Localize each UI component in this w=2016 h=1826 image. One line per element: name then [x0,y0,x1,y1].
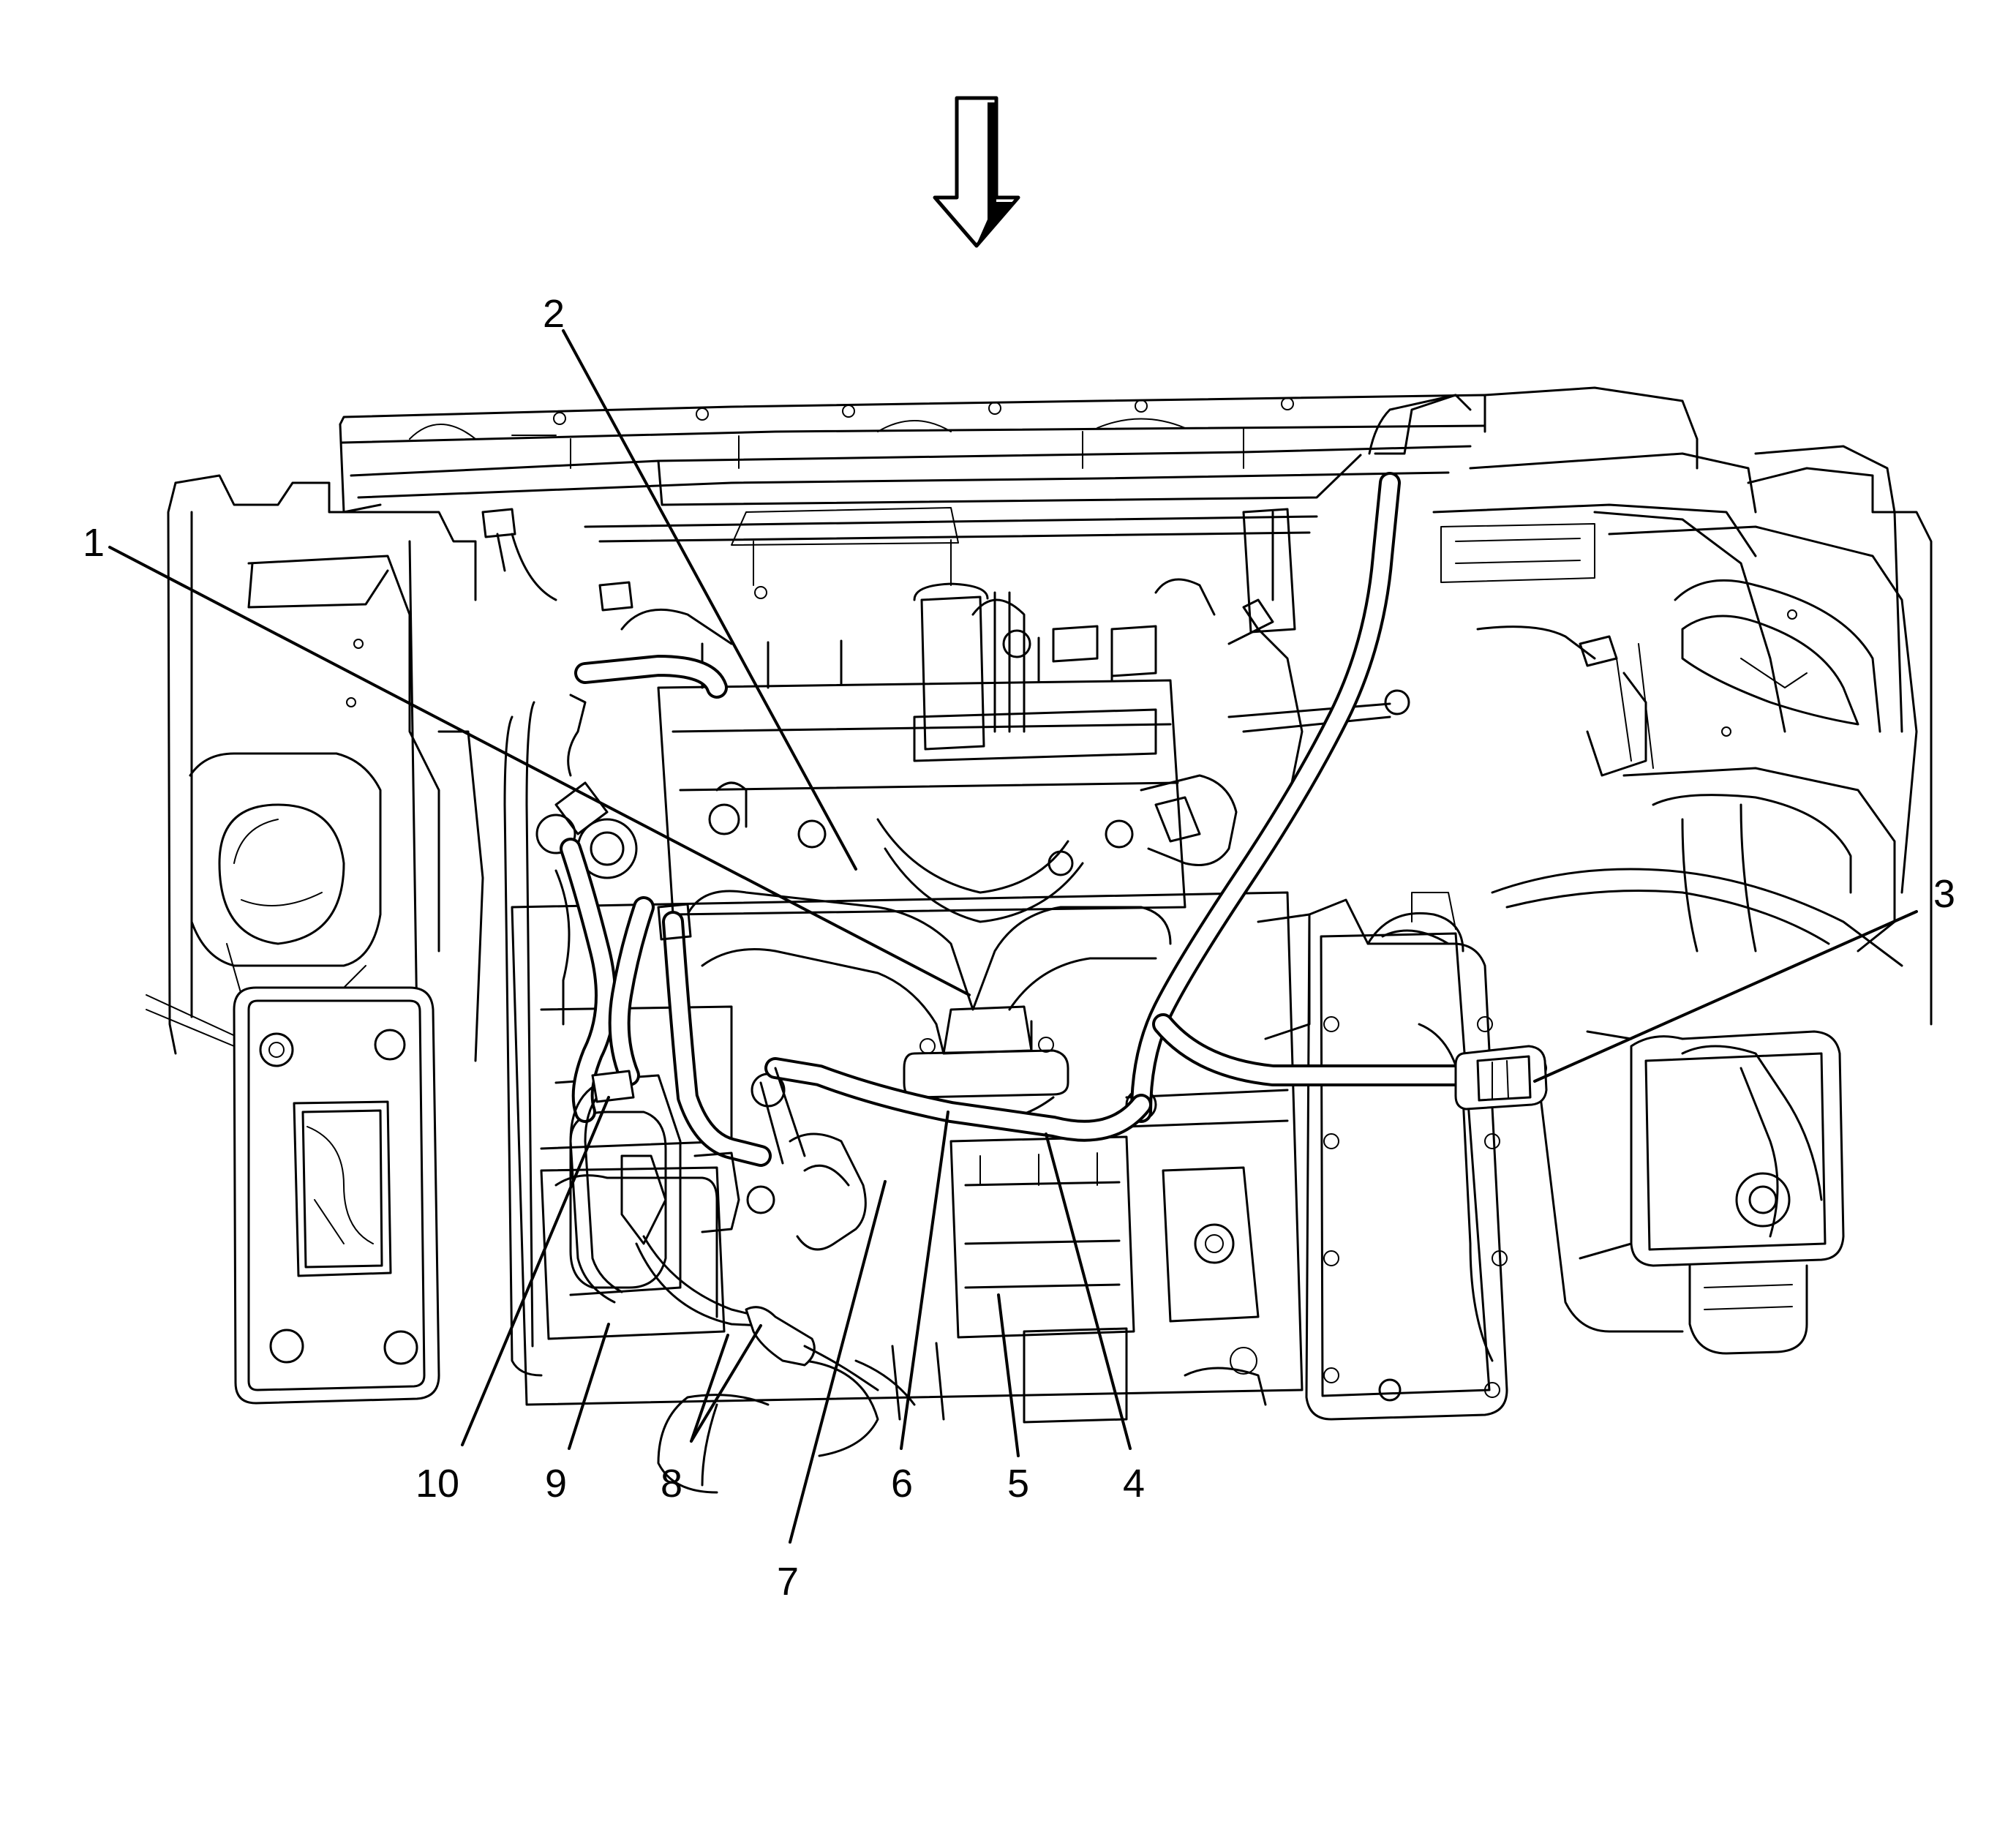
callout-label: 5 [1007,1462,1029,1506]
callout-label: 1 [83,521,105,565]
callout-5: 5 [997,1293,1029,1506]
cylinder-head [620,608,1186,923]
harness-connector-3 [1454,1045,1548,1111]
lower-left-lines [569,1067,916,1406]
wiring-harness-conduit [764,394,1547,1142]
callouts: 1 2 3 4 5 6 7 8 [83,292,1955,1604]
callout-2: 2 [543,292,857,871]
callout-3: 3 [1533,872,1955,1083]
callout-label: 3 [1933,872,1955,916]
left-fender-structure [146,474,484,1062]
callout-label: 8 [661,1462,682,1506]
right-upper-bracket [1432,386,1903,733]
exhaust-manifold [686,890,1172,1122]
upper-engine-components [913,508,1410,866]
callout-1: 1 [83,521,971,996]
callout-9: 9 [545,1323,610,1506]
engine-block [511,891,1304,1494]
callout-label: 2 [543,292,565,336]
callout-10: 10 [415,1096,610,1506]
right-housing [1257,892,1508,1421]
callout-7: 7 [777,1180,887,1604]
callout-6: 6 [891,1111,949,1506]
callout-8: 8 [661,1324,762,1506]
callout-label: 9 [545,1462,567,1506]
down-arrow-icon [933,96,1020,248]
left-mount-plate [233,986,440,1405]
left-coolant-hoses [554,655,772,1167]
upper-radiator-support [339,394,1486,586]
engine-compartment-drawing [146,386,1933,1494]
callout-label: 4 [1123,1462,1145,1506]
right-fender-structure [1491,467,1933,1026]
right-module-box [1535,1030,1845,1355]
callout-label: 7 [777,1560,799,1604]
callout-label: 10 [415,1462,459,1506]
top-fasteners [481,508,1618,667]
callout-4: 4 [1045,1132,1145,1506]
callout-label: 6 [891,1462,913,1506]
